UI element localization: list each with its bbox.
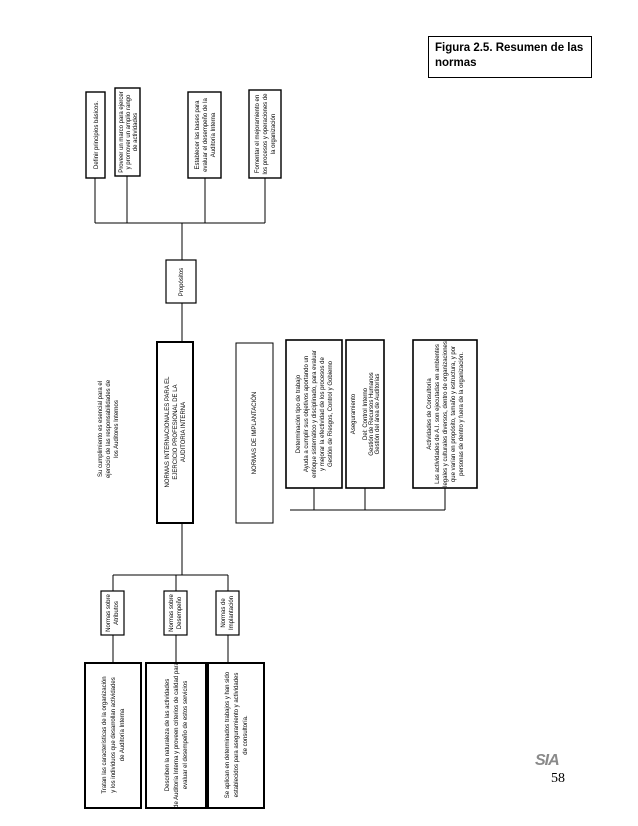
purpose-box-4 bbox=[248, 89, 282, 179]
purpose-text-1: Definir principios básicos. bbox=[94, 101, 100, 169]
page-number: 58 bbox=[551, 771, 565, 786]
purpose-text-2: Proveer un marco para ejercery promover … bbox=[119, 91, 139, 172]
norm-desc-box-2 bbox=[145, 662, 207, 809]
propositos-label: Propósitos bbox=[179, 268, 185, 296]
impl-item-box-1 bbox=[285, 339, 343, 489]
norm-type-box-3 bbox=[215, 590, 240, 636]
purpose-box-2 bbox=[114, 87, 141, 177]
sia-logo: SIA bbox=[535, 752, 560, 769]
norm-desc-text-2: Describen la naturaleza de las actividad… bbox=[165, 661, 189, 807]
impl-item-box-3 bbox=[412, 339, 478, 489]
implementation-box bbox=[235, 342, 274, 524]
center-box bbox=[156, 341, 194, 524]
purpose-box-1 bbox=[85, 91, 106, 179]
norm-type-box-2 bbox=[163, 590, 188, 636]
norm-type-box-1 bbox=[100, 590, 125, 636]
propositos-box bbox=[165, 259, 197, 304]
norm-desc-text-3: Se aplican en determinados trabajos y ha… bbox=[225, 671, 249, 798]
implementation-box-text: NORMAS DE IMPLANTACIÓN bbox=[251, 392, 258, 475]
norm-desc-box-1 bbox=[84, 662, 142, 809]
figure-caption: Figura 2.5. Resumen de las normas bbox=[428, 36, 592, 78]
impl-item-box-2 bbox=[345, 339, 385, 489]
norm-desc-text-1: Tratan las características de la organiz… bbox=[102, 676, 126, 793]
purpose-box-3 bbox=[187, 91, 222, 179]
norm-desc-box-3 bbox=[207, 662, 265, 809]
